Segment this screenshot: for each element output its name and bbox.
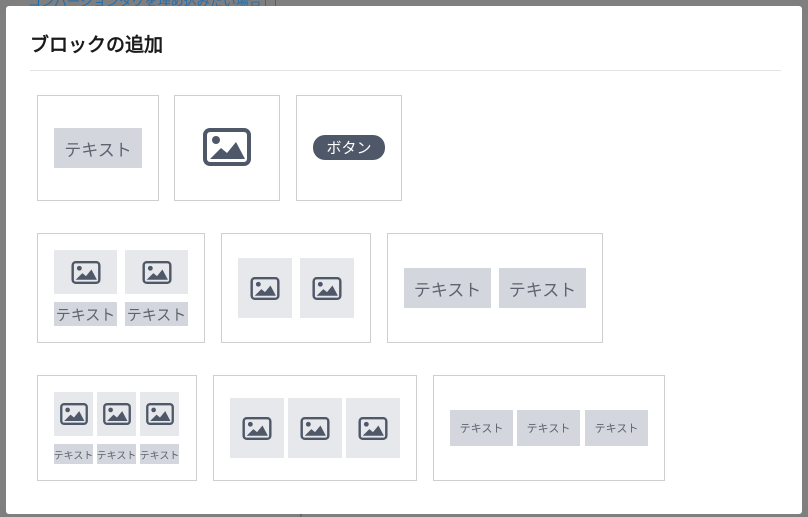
image-placeholder [346,398,400,458]
block-text[interactable]: テキスト [37,95,159,201]
image-icon [59,403,88,425]
image-placeholder [97,392,136,436]
block-image-2col[interactable] [221,233,371,343]
image-icon [250,276,280,300]
image-placeholder [54,250,117,294]
image-placeholder [300,258,354,318]
text-placeholder: テキスト [517,410,580,446]
image-icon [358,416,388,440]
image-icon [312,276,342,300]
block-image-text-3col[interactable]: テキスト テキスト テキスト [37,375,197,481]
text-placeholder: テキスト [54,444,93,464]
image-icon [300,416,330,440]
image-icon [242,416,272,440]
image-icon [102,403,131,425]
text-placeholder: テキスト [404,268,491,308]
text-placeholder: テキスト [499,268,586,308]
text-placeholder: テキスト [54,128,142,168]
text-placeholder: テキスト [125,302,188,326]
modal-divider [30,70,781,71]
block-image-text-2col[interactable]: テキスト テキスト [37,233,205,343]
add-block-modal: ブロックの追加 テキスト ボタン テキスト テキスト テキスト [6,6,802,514]
block-image-3col[interactable] [213,375,417,481]
block-text-3col[interactable]: テキスト テキスト テキスト [433,375,665,481]
image-icon [70,260,101,284]
modal-title: ブロックの追加 [30,34,164,56]
image-placeholder [125,250,188,294]
text-placeholder: テキスト [450,410,513,446]
button-placeholder: ボタン [313,135,385,160]
block-image[interactable] [174,95,280,201]
text-placeholder: テキスト [97,444,136,464]
image-placeholder [54,392,93,436]
block-button[interactable]: ボタン [296,95,402,201]
image-placeholder [238,258,292,318]
image-icon [141,260,172,284]
image-placeholder [140,392,179,436]
text-placeholder: テキスト [140,444,179,464]
text-placeholder: テキスト [585,410,648,446]
image-placeholder [288,398,342,458]
block-text-2col[interactable]: テキスト テキスト [387,233,603,343]
image-icon [203,128,251,166]
image-placeholder [230,398,284,458]
image-icon [145,403,174,425]
text-placeholder: テキスト [54,302,117,326]
